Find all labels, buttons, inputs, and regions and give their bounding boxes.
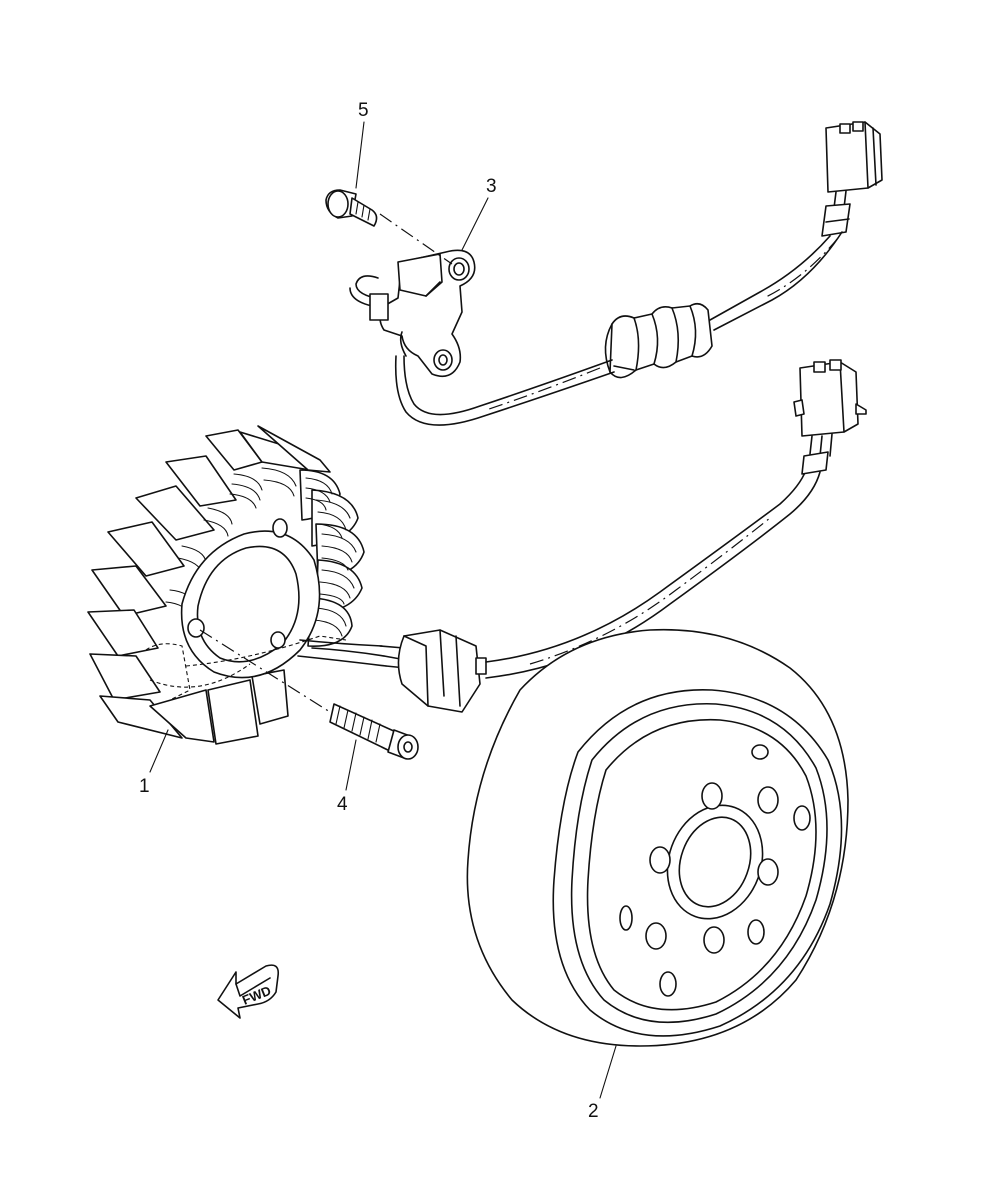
- stator-connector: [397, 629, 487, 713]
- bolt-part-4[interactable]: [329, 703, 419, 760]
- fwd-arrow-icon: FWD: [217, 964, 280, 1019]
- callout-3: 3: [486, 176, 497, 197]
- pickup-coil-assembly[interactable]: [349, 121, 883, 426]
- pickup-connector: [821, 121, 883, 237]
- callout-4: 4: [337, 794, 348, 815]
- wire-grommet: [604, 302, 713, 379]
- flywheel-holes: [619, 744, 811, 997]
- callout-2: 2: [588, 1101, 599, 1122]
- stator-end-connector: [793, 359, 867, 475]
- callout-1: 1: [139, 776, 150, 797]
- callout-5: 5: [358, 100, 369, 121]
- stator-part-1[interactable]: [87, 425, 407, 745]
- stator-coils: [87, 425, 365, 745]
- callout-leaders: [149, 121, 617, 1099]
- bolt-part-5[interactable]: [325, 189, 378, 227]
- flywheel-part-2[interactable]: [466, 628, 849, 1047]
